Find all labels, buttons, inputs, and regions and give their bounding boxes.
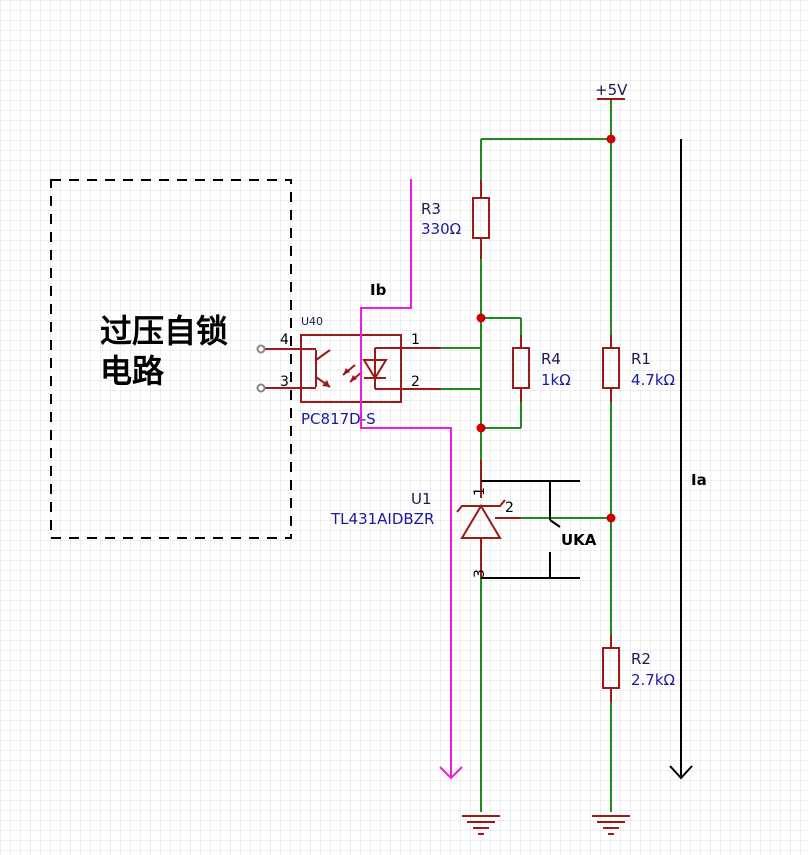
- opto-pin-4: 4: [280, 332, 289, 348]
- regulator-u1: U1 TL431AIDBZR 1 2 3: [330, 460, 521, 578]
- opto-pin-2: 2: [411, 374, 420, 390]
- r2-value: 2.7kΩ: [631, 671, 675, 689]
- supply-label: +5V: [595, 81, 628, 99]
- u1-part: TL431AIDBZR: [330, 510, 434, 528]
- r1-value: 4.7kΩ: [631, 371, 675, 389]
- uka-bracket: UKA: [481, 480, 597, 579]
- supply-5v: +5V: [595, 81, 628, 100]
- resistor-r1: R1 4.7kΩ: [602, 335, 675, 402]
- optocoupler-ref: U40: [301, 315, 323, 328]
- self-lock-block: 过压自锁 电路: [50, 179, 292, 539]
- r3-ref: R3: [421, 200, 441, 218]
- ib-current-path: Ib: [360, 179, 463, 780]
- ia-label: Ia: [691, 471, 707, 489]
- resistor-r3: R3 330Ω: [421, 180, 490, 259]
- r3-value: 330Ω: [421, 220, 461, 238]
- resistor-r4: R4 1kΩ: [512, 335, 571, 402]
- ib-label: Ib: [370, 281, 387, 299]
- r1-ref: R1: [631, 350, 651, 368]
- u1-pin-3: 3: [472, 569, 488, 578]
- r2-ref: R2: [631, 650, 651, 668]
- r4-ref: R4: [541, 350, 561, 368]
- u1-pin-1: 1: [472, 487, 488, 496]
- opto-pin-1: 1: [411, 332, 420, 348]
- r4-value: 1kΩ: [541, 371, 571, 389]
- resistor-r2: R2 2.7kΩ: [602, 635, 675, 702]
- ground-right: [592, 815, 630, 835]
- u1-pin-2: 2: [505, 500, 514, 516]
- block-title-line2: 电路: [100, 352, 165, 390]
- junctions: [476, 134, 616, 523]
- ground-left: [462, 815, 500, 835]
- optocoupler-part: PC817D-S: [301, 410, 376, 428]
- opto-pin-3: 3: [280, 374, 289, 390]
- block-title-line1: 过压自锁: [100, 312, 228, 350]
- optocoupler-u40: U40 PC817D-S 4 3 1 2: [256, 315, 441, 428]
- ia-arrow: Ia: [669, 139, 707, 780]
- u1-ref: U1: [411, 490, 432, 508]
- uka-label: UKA: [561, 531, 597, 549]
